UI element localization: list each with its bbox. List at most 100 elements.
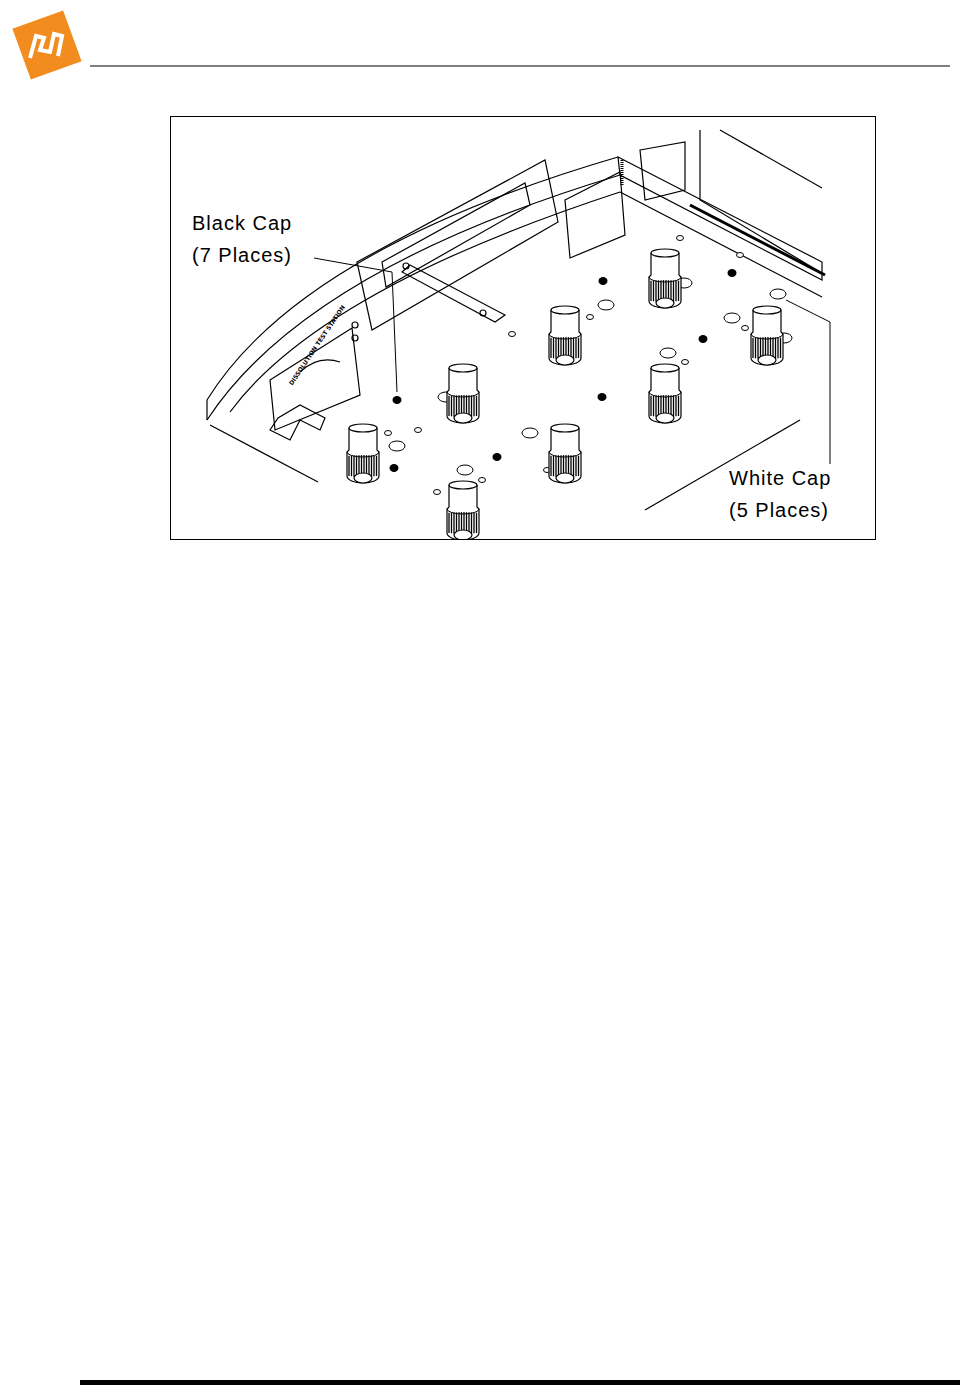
logo-mark — [30, 34, 62, 58]
knurl — [653, 281, 654, 302]
black-cap — [699, 335, 708, 343]
vessel — [549, 424, 581, 483]
callout-label: Black Cap (7 Places) — [192, 207, 312, 271]
vessel-rim — [449, 364, 477, 372]
knurl — [650, 281, 651, 301]
vessel-base — [354, 473, 372, 483]
knurl — [752, 338, 753, 358]
knurl — [578, 338, 579, 358]
knurl — [451, 513, 452, 534]
vessel — [447, 364, 479, 423]
deck-hole — [385, 431, 392, 436]
deck-edge — [210, 425, 318, 482]
knurl — [371, 455, 372, 476]
white-cap — [457, 465, 473, 475]
knurl — [673, 280, 674, 301]
knurl — [453, 512, 454, 533]
knurl — [471, 512, 472, 533]
vessel-rim — [551, 424, 579, 432]
knurl — [353, 455, 354, 476]
knurl — [655, 280, 656, 301]
knurl — [451, 396, 452, 417]
screw — [403, 263, 409, 269]
knurl — [373, 456, 374, 477]
knurl — [775, 337, 776, 358]
knurl — [553, 338, 554, 359]
vessel-base — [556, 473, 574, 483]
knurl — [575, 338, 576, 359]
leader-lines — [314, 258, 830, 464]
knurl — [673, 395, 674, 416]
knurl — [476, 513, 477, 533]
knurl — [448, 396, 449, 416]
vessel-body — [549, 428, 581, 483]
white-cap — [770, 289, 786, 299]
vessel — [649, 364, 681, 423]
led — [352, 322, 358, 328]
leader-line — [786, 300, 830, 464]
vessel — [347, 424, 379, 483]
keypad — [640, 142, 685, 200]
white-cap — [660, 348, 676, 358]
deck-parts — [347, 236, 792, 540]
deck-edge — [645, 420, 800, 510]
console-edge — [207, 175, 620, 420]
knurl — [553, 456, 554, 477]
knurl — [573, 455, 574, 476]
deck-hole — [677, 236, 684, 241]
vessel — [751, 306, 783, 365]
knurl — [777, 338, 778, 359]
cross-arm — [402, 265, 505, 322]
vessel-base — [454, 413, 472, 423]
knurl — [678, 396, 679, 416]
knurl — [453, 395, 454, 416]
knurl — [473, 396, 474, 417]
vessel-body — [649, 253, 681, 308]
knurl — [675, 396, 676, 417]
vessel-body — [549, 310, 581, 365]
knurl — [550, 456, 551, 476]
led — [352, 335, 358, 341]
vessel-base — [454, 530, 472, 539]
knurl — [675, 281, 676, 302]
vessel-body — [649, 368, 681, 423]
housing-edge — [690, 205, 825, 275]
logo-square — [12, 10, 81, 79]
white-cap — [522, 428, 538, 438]
knurl — [550, 338, 551, 358]
knurl — [476, 396, 477, 416]
deck-hole — [742, 326, 749, 331]
figure-frame — [171, 117, 876, 540]
vessel — [549, 306, 581, 365]
knurl — [780, 338, 781, 358]
knurl — [555, 455, 556, 476]
deck-hole — [434, 490, 441, 495]
deck-hole — [479, 478, 486, 483]
black-cap — [598, 393, 607, 401]
black-cap — [599, 277, 608, 285]
footer-rule — [80, 1380, 960, 1385]
instrument-console — [207, 130, 825, 510]
vessel-rim — [449, 481, 477, 489]
knurl — [678, 281, 679, 301]
header-rule — [90, 66, 950, 67]
display-panel — [357, 160, 558, 330]
bracket — [270, 405, 325, 440]
knurl — [653, 396, 654, 417]
display-window — [382, 183, 530, 287]
knurl — [376, 456, 377, 476]
knurl — [448, 513, 449, 533]
knurl — [351, 456, 352, 477]
screw — [480, 310, 486, 316]
black-cap — [493, 453, 502, 461]
console-edge — [206, 400, 207, 420]
housing-edge — [720, 130, 822, 188]
hinge — [621, 160, 624, 185]
knurl — [575, 456, 576, 477]
vessel-body — [347, 428, 379, 483]
vessel-body — [751, 310, 783, 365]
deck-hole — [509, 332, 516, 337]
keypad — [565, 172, 625, 258]
logo — [12, 10, 81, 79]
deck-hole — [737, 253, 744, 258]
